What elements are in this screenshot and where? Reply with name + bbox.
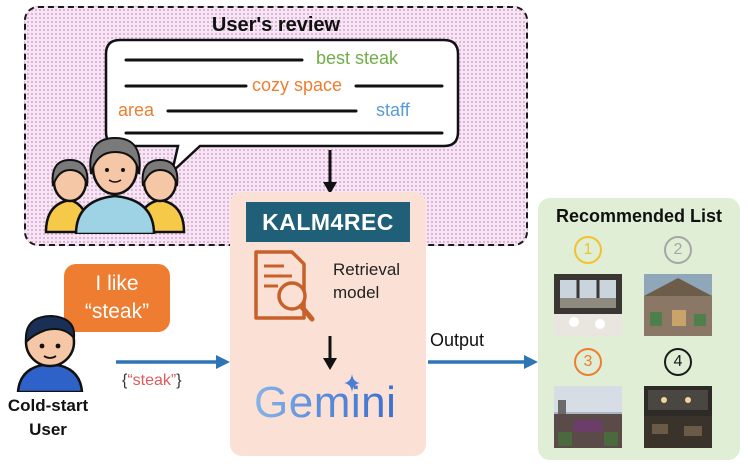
rank-4-badge: 4 [664, 348, 692, 376]
retrieval-label-line2: model [333, 283, 380, 302]
keyword-best-steak: best steak [316, 48, 399, 68]
restaurant-photo-1 [554, 274, 622, 336]
query-keyword-text: “steak” [127, 372, 177, 389]
kalm4rec-title: KALM4REC [246, 202, 410, 242]
cold-label-line2: User [29, 420, 67, 439]
user-group-icon [44, 136, 186, 234]
review-text-lines [124, 58, 444, 135]
arrowhead-output [524, 355, 538, 369]
query-keyword: {“steak”} [122, 372, 182, 389]
speech-line2: “steak” [84, 300, 150, 323]
arrowhead-retrieval [323, 358, 337, 370]
gemini-logo-text: Gemini [254, 378, 397, 427]
review-speech-bubble [104, 38, 460, 176]
keyword-staff: staff [376, 100, 410, 120]
rank-1-badge: 1 [574, 236, 602, 264]
user-speech-bubble [64, 264, 170, 332]
rank-3-badge: 3 [574, 348, 602, 376]
document-search-icon [254, 250, 315, 322]
keyword-cozy-space: cozy space [252, 75, 343, 95]
retrieval-model-label: Retrieval model [333, 258, 400, 304]
recommended-list-title: Recommended List [555, 206, 723, 226]
restaurant-photo-3 [554, 386, 622, 448]
keyword-area: area [118, 100, 155, 120]
restaurant-photo-4 [644, 386, 712, 448]
arrowhead-reviews [323, 182, 337, 194]
speech-line1: I like [95, 272, 139, 295]
gemini-sparkle-icon [344, 374, 360, 392]
cold-start-user-icon [16, 314, 84, 392]
arrowhead-user [216, 355, 230, 369]
restaurant-photo-2 [644, 274, 712, 336]
output-label: Output [430, 330, 485, 350]
rank-2-badge: 2 [664, 236, 692, 264]
retrieval-label-line1: Retrieval [333, 260, 401, 279]
user-speech-text: I like “steak” [64, 270, 170, 326]
cold-start-user-label: Cold-start User [6, 394, 90, 442]
cold-label-line1: Cold-start [7, 396, 89, 415]
reviews-title: User's review [211, 14, 341, 36]
